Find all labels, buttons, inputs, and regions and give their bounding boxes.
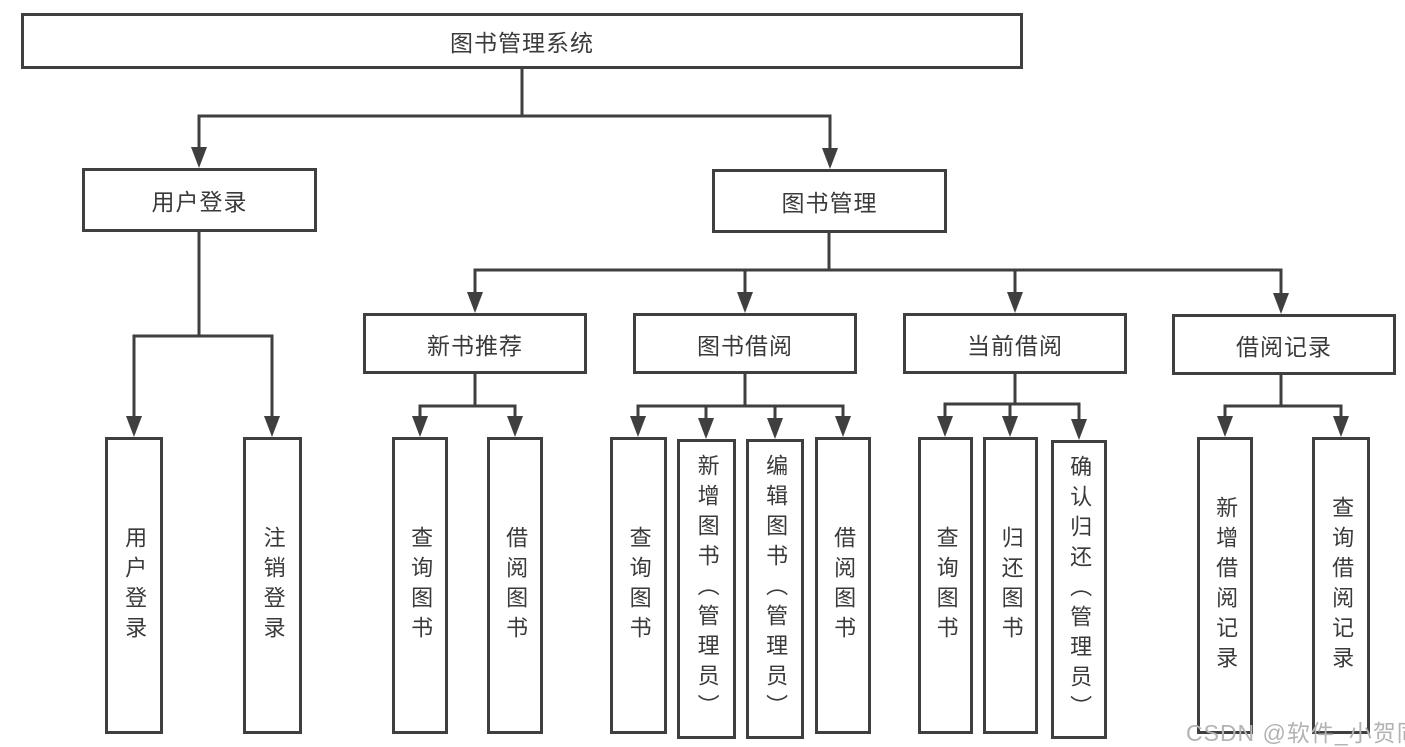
leaf-label: 查询借阅记录 bbox=[1329, 495, 1355, 676]
leaf-label: 查询图书 bbox=[408, 525, 434, 646]
node-current-borrowing: 当前借阅 bbox=[903, 313, 1127, 374]
leaf-label: 注销登录 bbox=[260, 525, 286, 646]
leaf-label: 查询图书 bbox=[626, 525, 652, 646]
leaf-add-books-admin: 新增图书（管理员） bbox=[677, 439, 736, 739]
leaf-label: 新增图书（管理员） bbox=[694, 454, 720, 724]
leaf-query-books: 查询图书 bbox=[918, 437, 973, 734]
leaf-borrow-books: 借阅图书 bbox=[487, 437, 543, 734]
leaf-label: 新增借阅记录 bbox=[1213, 495, 1239, 676]
leaf-query-borrow-record: 查询借阅记录 bbox=[1312, 437, 1370, 734]
leaf-label: 归还图书 bbox=[998, 525, 1024, 646]
leaf-edit-books-admin: 编辑图书（管理员） bbox=[746, 439, 804, 739]
leaf-query-books: 查询图书 bbox=[610, 437, 667, 734]
watermark: CSDN @软件_小贺同学 bbox=[1186, 720, 1405, 746]
leaf-label: 借阅图书 bbox=[831, 525, 857, 646]
leaf-label: 用户登录 bbox=[122, 525, 148, 646]
leaf-label: 确认归还（管理员） bbox=[1067, 454, 1093, 725]
arrowheads bbox=[126, 147, 1349, 440]
leaf-add-borrow-record: 新增借阅记录 bbox=[1197, 437, 1253, 734]
node-user-login: 用户登录 bbox=[82, 168, 317, 232]
node-book-management: 图书管理 bbox=[712, 169, 947, 233]
leaf-confirm-return-admin: 确认归还（管理员） bbox=[1051, 440, 1107, 739]
node-library-system: 图书管理系统 bbox=[21, 13, 1023, 69]
leaf-label: 查询图书 bbox=[933, 525, 959, 646]
leaf-label: 借阅图书 bbox=[503, 525, 529, 646]
node-book-borrowing: 图书借阅 bbox=[633, 313, 857, 374]
node-new-book-recommendation: 新书推荐 bbox=[363, 313, 587, 374]
leaf-logout: 注销登录 bbox=[243, 437, 302, 734]
leaf-query-books: 查询图书 bbox=[392, 437, 448, 734]
leaf-borrow-books: 借阅图书 bbox=[815, 437, 871, 734]
node-borrowing-records: 借阅记录 bbox=[1172, 314, 1396, 375]
leaf-return-books: 归还图书 bbox=[983, 437, 1038, 734]
leaf-user-login: 用户登录 bbox=[105, 437, 163, 734]
leaf-label: 编辑图书（管理员） bbox=[763, 454, 789, 724]
